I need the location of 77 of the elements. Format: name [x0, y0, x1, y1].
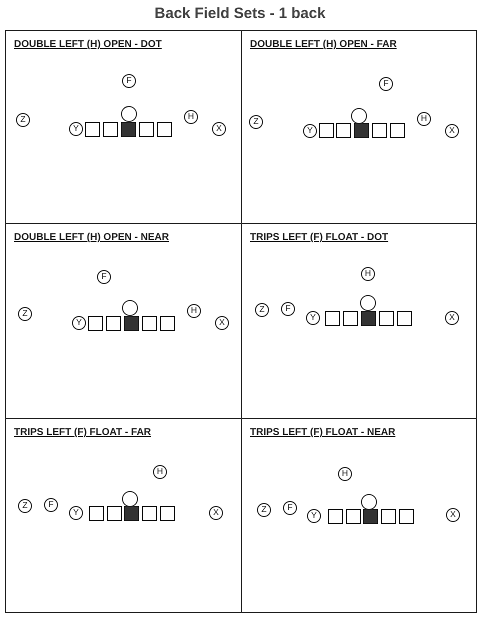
formation-heading: TRIPS LEFT (F) FLOAT - FAR — [14, 427, 152, 438]
player-circle: H — [184, 110, 198, 124]
square-marker — [390, 122, 404, 138]
formation-heading: TRIPS LEFT (F) FLOAT - DOT — [250, 232, 388, 243]
square-marker — [156, 122, 172, 136]
formation-panel — [5, 418, 242, 613]
player-circle: F — [97, 270, 111, 284]
player-circle: X — [446, 508, 460, 522]
circle-marker — [121, 106, 137, 122]
square-marker — [84, 122, 100, 136]
formation-panel — [5, 30, 242, 224]
player-circle: F — [281, 302, 295, 316]
player-circle: Y — [69, 122, 83, 136]
square-marker — [346, 508, 360, 524]
player-circle: X — [445, 311, 459, 325]
player-circle: X — [445, 124, 459, 138]
formation-heading: DOUBLE LEFT (H) OPEN - NEAR — [14, 232, 169, 243]
player-circle: H — [153, 465, 167, 479]
circle-marker — [360, 295, 376, 311]
square-marker — [328, 508, 342, 524]
player-circle: X — [215, 316, 229, 330]
circle-marker — [122, 300, 138, 316]
player-circle: H — [187, 304, 201, 318]
player-circle: Z — [18, 307, 32, 321]
player-circle: Z — [255, 303, 269, 317]
square-marker — [142, 506, 156, 520]
diagram-title: Back Field Sets - 1 back — [154, 5, 326, 22]
square-marker — [318, 122, 334, 138]
square-marker — [378, 310, 394, 326]
center-square — [120, 122, 136, 136]
player-circle: Z — [16, 113, 30, 127]
center-square — [124, 506, 138, 520]
player-circle: H — [417, 112, 431, 126]
square-marker — [398, 508, 414, 524]
square-marker — [102, 122, 118, 136]
square-marker — [142, 316, 156, 330]
formation-panel — [241, 418, 477, 613]
player-circle: X — [212, 122, 226, 136]
formation-heading: DOUBLE LEFT (H) OPEN - DOT — [14, 39, 162, 50]
square-marker — [88, 316, 102, 330]
square-marker — [106, 506, 122, 520]
player-circle: Z — [257, 503, 271, 517]
player-circle: Z — [18, 499, 32, 513]
player-circle: X — [209, 506, 223, 520]
player-circle: H — [338, 467, 352, 481]
formation-heading: DOUBLE LEFT (H) OPEN - FAR — [250, 39, 397, 50]
center-square — [354, 122, 368, 138]
formation-heading: TRIPS LEFT (F) FLOAT - NEAR — [250, 427, 396, 438]
square-marker — [324, 310, 340, 326]
square-marker — [380, 508, 396, 524]
player-circle: Y — [303, 124, 317, 138]
circle-marker — [351, 108, 367, 124]
center-square — [362, 508, 378, 524]
player-circle: Y — [306, 311, 320, 325]
formation-panel — [241, 30, 477, 224]
center-square — [360, 310, 376, 326]
circle-marker — [361, 494, 377, 510]
player-circle: Y — [72, 316, 86, 330]
player-circle: Y — [69, 506, 83, 520]
player-circle: Y — [307, 509, 321, 523]
center-square — [124, 316, 138, 330]
square-marker — [88, 506, 104, 520]
player-circle: Z — [249, 115, 263, 129]
player-circle: F — [379, 77, 393, 91]
player-circle: H — [361, 267, 375, 281]
player-circle: F — [283, 501, 297, 515]
square-marker — [160, 506, 174, 520]
square-marker — [138, 122, 154, 136]
circle-marker — [122, 491, 138, 507]
player-circle: F — [44, 498, 58, 512]
square-marker — [106, 316, 120, 330]
square-marker — [396, 310, 412, 326]
square-marker — [342, 310, 358, 326]
square-marker — [160, 316, 174, 330]
square-marker — [372, 122, 386, 138]
player-circle: F — [122, 74, 136, 88]
square-marker — [336, 122, 350, 138]
